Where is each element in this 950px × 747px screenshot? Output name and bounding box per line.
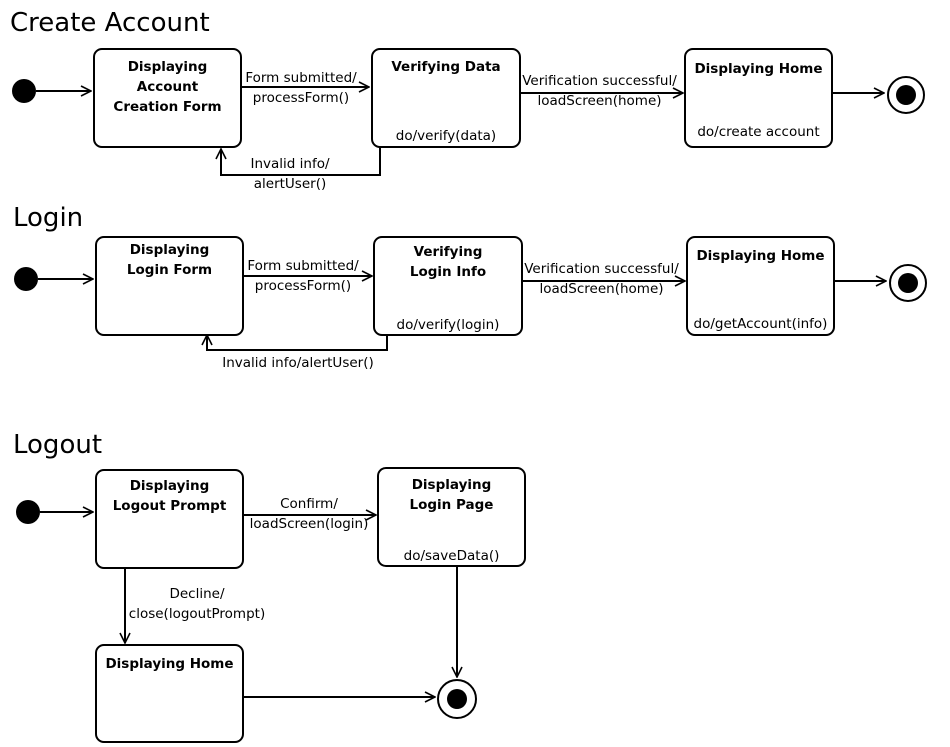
state-displaying-account-creation-form: Displaying Account Creation Form [93, 48, 242, 148]
state-verifying-data: Verifying Data do/verify(data) [371, 48, 521, 148]
create-invalid-label: Invalid info/ alertUser() [250, 156, 330, 192]
state-activity: do/getAccount(info) [693, 316, 828, 332]
state-name: Displaying Home [694, 61, 823, 77]
state-name: Displaying Account Creation Form [113, 59, 222, 115]
state-displaying-logout-prompt: Displaying Logout Prompt [95, 469, 244, 569]
state-name: Displaying Logout Prompt [112, 478, 227, 514]
state-displaying-home-create: Displaying Home do/create account [684, 48, 833, 148]
state-displaying-login-page: Displaying Login Page do/saveData() [377, 467, 526, 567]
state-name: Verifying Login Info [409, 244, 487, 280]
logout-initial-node [16, 500, 40, 524]
login-invalid-arrow [207, 335, 388, 351]
state-name: Displaying Home [105, 656, 234, 672]
state-activity: do/verify(data) [395, 128, 497, 144]
create-success-label: Verification successful/ loadScreen(home… [522, 73, 677, 109]
state-name: Displaying Login Page [409, 477, 494, 513]
logout-final-node-core [447, 689, 467, 709]
create-submit-label: Form submitted/ processForm() [245, 70, 357, 106]
state-activity: do/saveData() [403, 548, 500, 564]
logout-confirm-label: Confirm/ loadScreen(login) [249, 496, 369, 532]
logout-decline-label: Decline/ close(logoutPrompt) [128, 586, 266, 622]
state-name: Verifying Data [391, 59, 501, 75]
state-displaying-home-login: Displaying Home do/getAccount(info) [686, 236, 835, 336]
login-initial-node [14, 267, 38, 291]
login-invalid-label: Invalid info/alertUser() [222, 355, 374, 371]
login-title: Login [13, 203, 84, 233]
state-activity: do/verify(login) [396, 317, 500, 333]
state-displaying-home-logout: Displaying Home [95, 644, 244, 743]
state-name: Displaying Home [696, 248, 825, 264]
state-name: Displaying Login Form [126, 242, 213, 278]
state-verifying-login-info: Verifying Login Info do/verify(login) [373, 236, 523, 336]
login-submit-label: Form submitted/ processForm() [247, 258, 359, 294]
login-success-label: Verification successful/ loadScreen(home… [524, 261, 679, 297]
create-initial-node [12, 79, 36, 103]
state-displaying-login-form: Displaying Login Form [95, 236, 244, 336]
state-activity: do/create account [697, 124, 820, 140]
create-final-node-core [896, 85, 916, 105]
login-final-node-core [898, 273, 918, 293]
create-invalid-arrow [221, 147, 381, 176]
create-account-title: Create Account [10, 8, 210, 38]
logout-title: Logout [13, 430, 103, 460]
